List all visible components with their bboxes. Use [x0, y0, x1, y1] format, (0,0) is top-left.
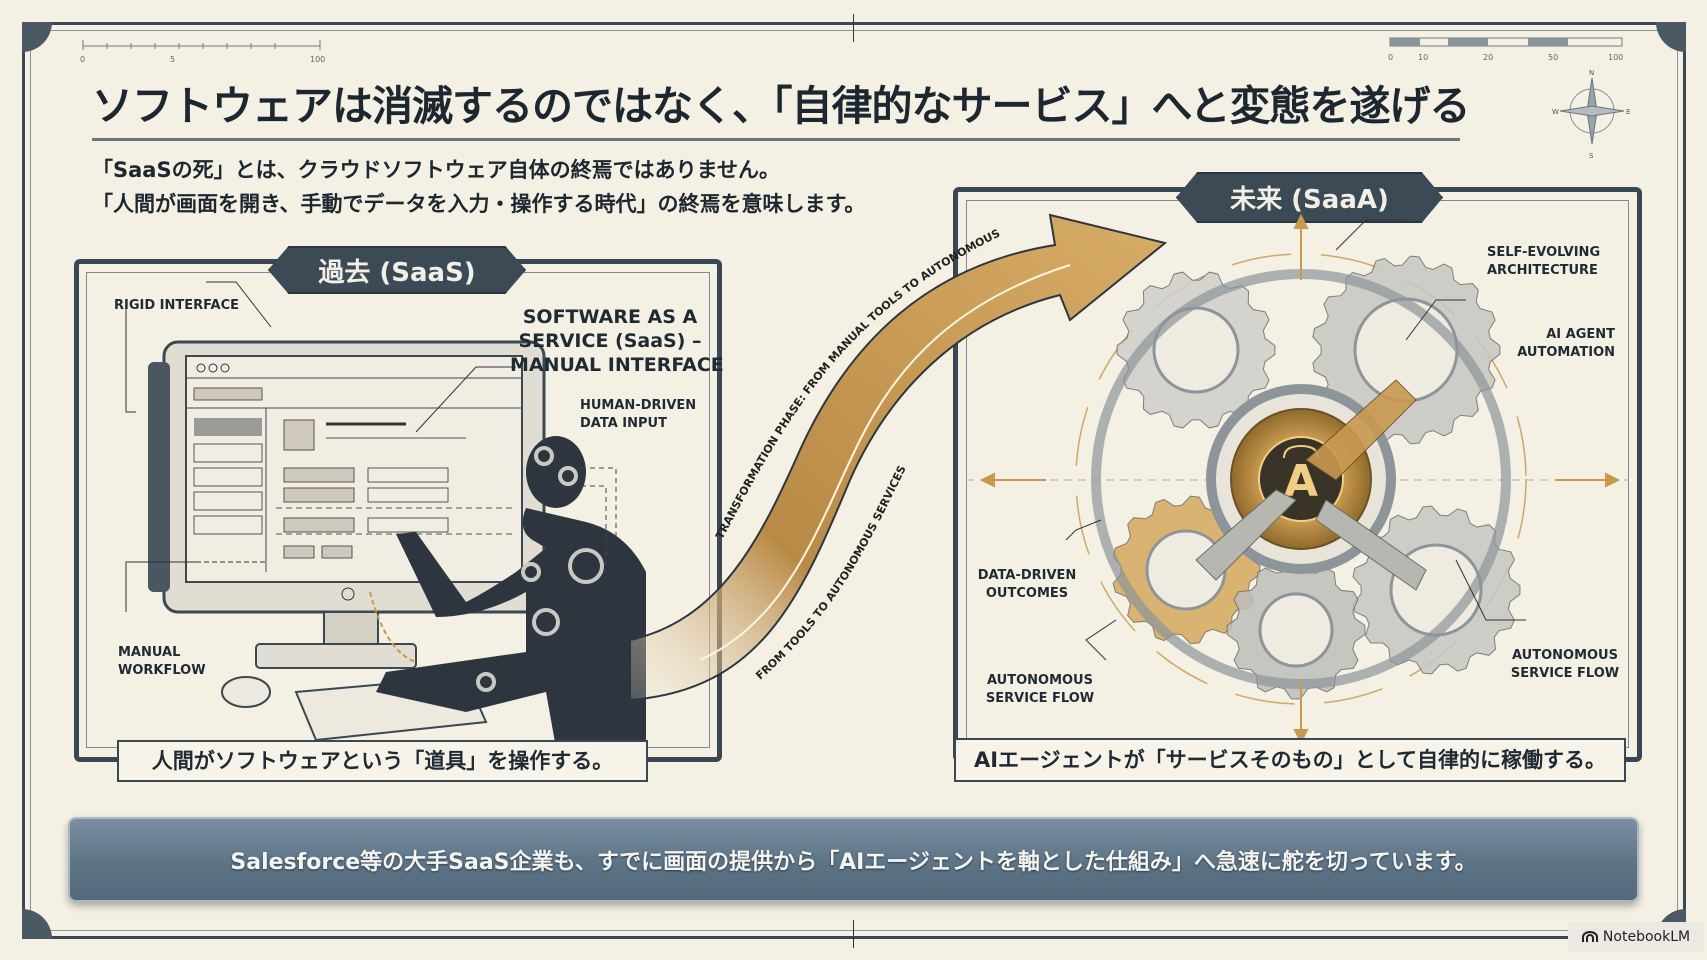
saas-heading-line-3: MANUAL INTERFACE: [510, 354, 724, 376]
scale-label: 50: [1548, 53, 1558, 62]
center-tick: [853, 14, 854, 42]
lead-line-2: 「人間が画面を開き、手動でデータを入力・操作する時代」の終焉を意味します。: [92, 192, 866, 216]
scale-label: 0: [1388, 53, 1393, 62]
scale-label: 0: [80, 55, 85, 64]
scale-label: 20: [1483, 53, 1493, 62]
compass-n: N: [1589, 69, 1594, 77]
gear-hub: [1258, 592, 1334, 668]
compass-w: W: [1552, 108, 1559, 116]
scale-bar-right: 0 10 20 50 100: [1388, 37, 1623, 62]
lead-line-1: 「SaaSの死」とは、クラウドソフトウェア自体の終焉ではありません。: [92, 158, 780, 182]
monitor-side: [148, 362, 170, 592]
label-ai-agent-line-2: AUTOMATION: [1517, 345, 1615, 360]
label-human-driven-line-2: DATA INPUT: [580, 416, 667, 431]
label-rigid-interface: RIGID INTERFACE: [114, 298, 240, 313]
saas-heading-line-2: SERVICE (SaaS) –: [518, 330, 702, 352]
past-saas-tag: 過去 (SaaS): [268, 246, 526, 294]
label-service-flow-left-line-1: AUTONOMOUS: [987, 673, 1093, 688]
scale-label: 5: [170, 55, 175, 64]
future-caption: AIエージェントが「サービスそのもの」として自律的に稼働する。: [954, 738, 1626, 782]
future-saaa-tag: 未来 (SaaA): [1176, 172, 1443, 223]
center-tick: [853, 920, 854, 948]
label-manual-workflow-line-2: WORKFLOW: [118, 663, 206, 678]
banner-text: Salesforce等の大手SaaS企業も、すでに画面の提供から「AIエージェン…: [230, 849, 1477, 875]
compass-rose-icon: N S E W: [1552, 69, 1630, 160]
mouse: [221, 676, 271, 708]
label-service-flow-right-line-2: SERVICE FLOW: [1510, 666, 1620, 681]
scale-label: 100: [1608, 53, 1623, 62]
badge-label: NotebookLM: [1602, 929, 1691, 945]
bottom-banner: Salesforce等の大手SaaS企業も、すでに画面の提供から「AIエージェン…: [68, 817, 1639, 902]
inner-frame: [30, 30, 1678, 931]
notebooklm-logo-icon: [1581, 931, 1598, 942]
person-silhouette: [376, 436, 646, 748]
label-self-evolving-line-1: SELF-EVOLVING: [1487, 245, 1601, 260]
compass-e: E: [1626, 108, 1630, 116]
label-data-driven-line-2: OUTCOMES: [985, 586, 1069, 601]
past-caption: 人間がソフトウェアという「道具」を操作する。: [117, 740, 648, 782]
manual-interface-illustration: [125, 281, 646, 748]
label-manual-workflow-line-1: MANUAL: [118, 645, 181, 660]
outer-frame: [22, 22, 1686, 939]
saas-heading-line-1: SOFTWARE AS A: [522, 306, 698, 328]
title-divider: [92, 138, 1460, 141]
compass-s: S: [1589, 152, 1594, 160]
scale-label: 100: [310, 55, 325, 64]
label-human-driven-line-1: HUMAN-DRIVEN: [580, 398, 697, 413]
gear-hub: [1353, 297, 1459, 403]
gear-icon: [476, 446, 604, 692]
label-data-driven-line-1: DATA-DRIVEN: [977, 568, 1077, 583]
label-service-flow-left-line-2: SERVICE FLOW: [985, 691, 1095, 706]
label-service-flow-right-line-1: AUTONOMOUS: [1512, 648, 1618, 663]
notebooklm-badge[interactable]: NotebookLM: [1568, 922, 1704, 952]
page-title: ソフトウェアは消滅するのではなく、「自律的なサービス」へと変態を遂げる: [92, 82, 1470, 130]
label-self-evolving-line-2: ARCHITECTURE: [1487, 263, 1598, 278]
scale-label: 10: [1418, 53, 1428, 62]
scale-bar-left: 0 5 100: [80, 40, 325, 64]
label-ai-agent-line-1: AI AGENT: [1546, 327, 1615, 342]
